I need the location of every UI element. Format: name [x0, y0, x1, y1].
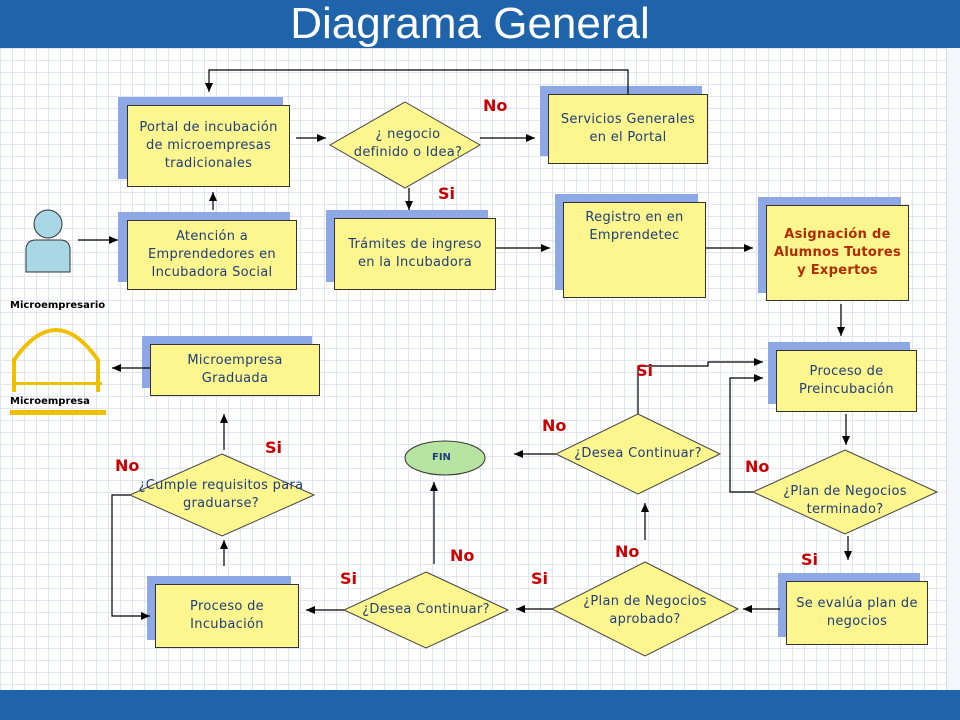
person-icon	[25, 209, 71, 273]
portal-box: Portal de incubación de microempresas tr…	[127, 105, 290, 187]
label-si-aprobado: Si	[531, 569, 549, 588]
arrow-desea1-preincubacion	[637, 358, 763, 414]
header-bar	[0, 0, 960, 48]
footer-bar	[0, 690, 960, 720]
atencion-box: Atención a Emprendedores en Incubadora S…	[127, 220, 297, 290]
label-no-cumple: No	[115, 456, 140, 475]
incubacion-box: Proceso de Incubación	[155, 584, 299, 648]
graduada-box: Microempresa Graduada	[150, 344, 320, 396]
label-si-desea2: Si	[340, 569, 358, 588]
building-icon	[10, 328, 106, 415]
arrow-servicios-portal-loop	[205, 69, 629, 94]
fin-label: FIN	[432, 452, 451, 463]
decision-plan-aprobado-shape	[550, 561, 740, 657]
decision-plan-terminado: ¿Plan de Negocios terminado?	[783, 484, 907, 517]
registro-box: Registro en en Emprendetec	[563, 202, 706, 298]
decision-plan-terminado-shape	[751, 449, 939, 535]
decision-desea2-shape	[342, 571, 510, 649]
label-si-cumple: Si	[265, 438, 283, 457]
asignacion-box: Asignación de Alumnos Tutores y Expertos	[766, 205, 909, 301]
decision-desea1-shape	[554, 413, 722, 495]
decision-negocio: ¿ negocio definido o Idea?	[353, 127, 463, 160]
label-no-servicios: No	[483, 96, 508, 115]
fin-terminal	[404, 440, 486, 476]
microempresario-label: Microempresario	[10, 300, 106, 311]
page-title: Diagrama General	[290, 0, 650, 48]
label-si-plan-terminado: Si	[801, 550, 819, 569]
microempresa-label: Microempresa	[10, 396, 90, 407]
label-no-desea1: No	[542, 416, 567, 435]
label-no-plan-terminado: No	[745, 457, 770, 476]
decision-negocio-shape	[328, 101, 482, 189]
label-no-desea2: No	[450, 546, 475, 565]
decision-cumple: ¿Cumple requisitos para graduarse?	[138, 478, 304, 511]
decision-plan-aprobado: ¿Plan de Negocios aprobado?	[583, 594, 707, 627]
arrow-cumple-incubacion-loop	[111, 494, 150, 620]
decision-desea1: ¿Desea Continuar?	[574, 446, 702, 461]
decision-cumple-shape	[128, 453, 316, 537]
evalua-box: Se evalúa plan de negocios	[786, 581, 928, 645]
servicios-box: Servicios Generales en el Portal	[548, 94, 708, 164]
scrollbar-track	[946, 48, 960, 690]
decision-desea2: ¿Desea Continuar?	[362, 602, 490, 617]
arrow-plan-preincubacion-loop	[729, 374, 763, 493]
preincubacion-box: Proceso de Preincubación	[776, 350, 917, 412]
label-si-tramites: Si	[438, 184, 456, 203]
tramites-box: Trámites de ingreso en la Incubadora	[334, 218, 496, 290]
label-si-preincubacion: Si	[636, 361, 654, 380]
label-no-aprobado: No	[615, 542, 640, 561]
